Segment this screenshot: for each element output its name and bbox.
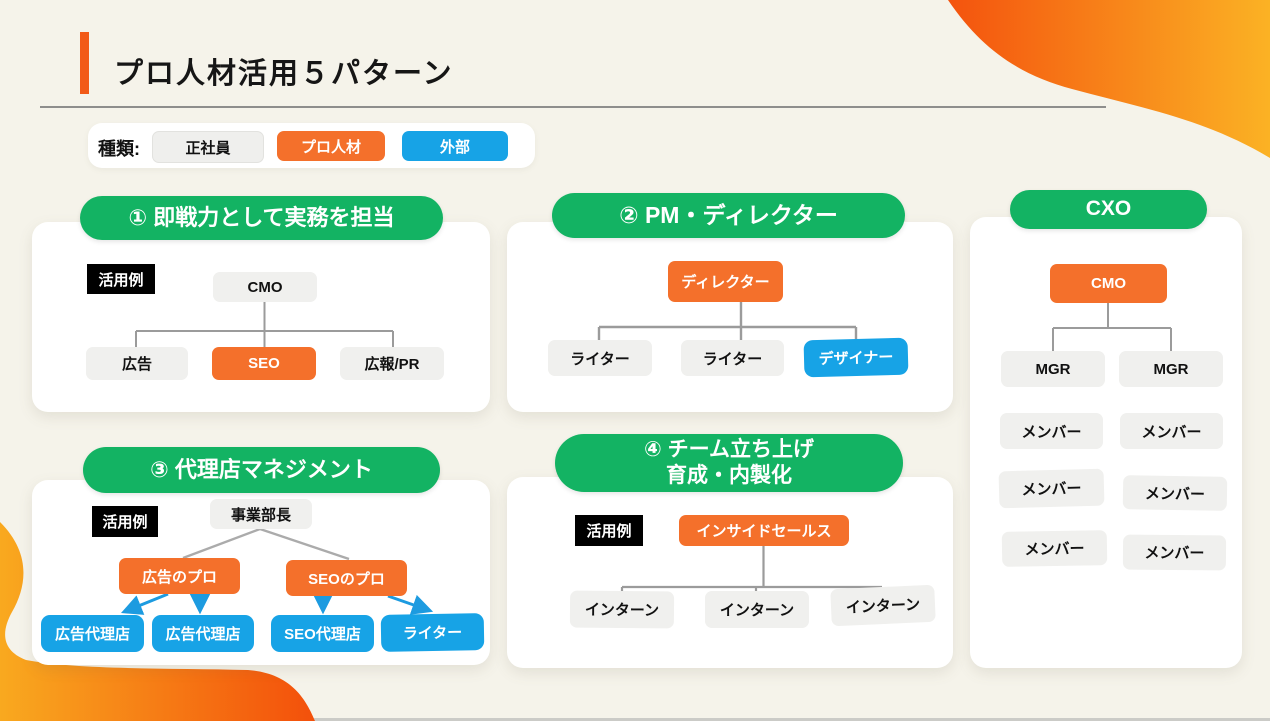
- org-node-ads-agency2: 広告代理店: [152, 615, 254, 652]
- org-node-pr: 広報/PR: [340, 347, 444, 380]
- pattern4-header-line2: 育成・内製化: [666, 464, 792, 487]
- top-right-blob: [948, 0, 1270, 158]
- org-node-member5: メンバー: [1001, 530, 1108, 567]
- org-node-director: ディレクター: [668, 261, 783, 302]
- org-node-member6: メンバー: [1122, 534, 1227, 571]
- org-node-member3: メンバー: [998, 468, 1105, 509]
- org-node-mgr2: MGR: [1119, 351, 1223, 387]
- org-node-ads-pro: 広告のプロ: [119, 558, 240, 594]
- legend-chip-fulltime: 正社員: [152, 131, 264, 163]
- org-node-seo: SEO: [212, 347, 316, 380]
- org-node-writer: ライター: [380, 613, 485, 652]
- org-node-mgr1: MGR: [1001, 351, 1105, 387]
- org-node-writer1: ライター: [548, 340, 652, 376]
- legend-chip-external: 外部: [402, 131, 508, 161]
- usage-example-tag: 活用例: [87, 264, 155, 294]
- org-node-divhead: 事業部長: [210, 499, 312, 529]
- org-node-intern2: インターン: [705, 591, 809, 628]
- org-node-cmo2: CMO: [1050, 264, 1167, 303]
- usage-example-tag: 活用例: [575, 515, 643, 546]
- org-node-inside-sales: インサイドセールス: [679, 515, 849, 546]
- org-node-cmo: CMO: [213, 272, 317, 302]
- org-node-ads-agency1: 広告代理店: [41, 615, 144, 652]
- org-node-member4: メンバー: [1122, 475, 1228, 511]
- legend: 種類: 正社員 プロ人材 外部: [88, 123, 535, 168]
- pattern2-header-pill: ② PM・ディレクター: [552, 193, 905, 238]
- org-node-seo-agency: SEO代理店: [271, 615, 374, 652]
- pattern5-header-pill: CXO: [1010, 190, 1207, 229]
- org-node-designer: デザイナー: [803, 337, 909, 378]
- usage-example-tag: 活用例: [92, 506, 158, 537]
- pattern4-header-line1: ④ チーム立ち上げ: [644, 437, 814, 461]
- org-node-writer2: ライター: [681, 340, 784, 376]
- legend-label: 種類:: [98, 139, 140, 159]
- card-pattern4: [507, 477, 953, 668]
- org-node-seo-pro: SEOのプロ: [286, 560, 407, 596]
- legend-chip-pro: プロ人材: [277, 131, 385, 161]
- header-divider: [40, 106, 1106, 108]
- org-node-member1: メンバー: [1000, 413, 1103, 449]
- org-node-ads: 広告: [86, 347, 188, 380]
- card-pattern2: [507, 222, 953, 412]
- card-pattern1: [32, 222, 490, 412]
- org-node-intern1: インターン: [569, 590, 675, 629]
- pattern1-header-pill: ① 即戦力として実務を担当: [80, 196, 443, 240]
- title-accent-bar: [80, 32, 89, 94]
- page-title: プロ人材活用５パターン: [114, 58, 454, 90]
- pattern4-header-pill: ④ チーム立ち上げ 育成・内製化: [555, 434, 903, 492]
- org-node-intern3: インターン: [830, 584, 936, 627]
- org-node-member2: メンバー: [1120, 413, 1223, 449]
- pattern3-header-pill: ③ 代理店マネジメント: [83, 447, 440, 493]
